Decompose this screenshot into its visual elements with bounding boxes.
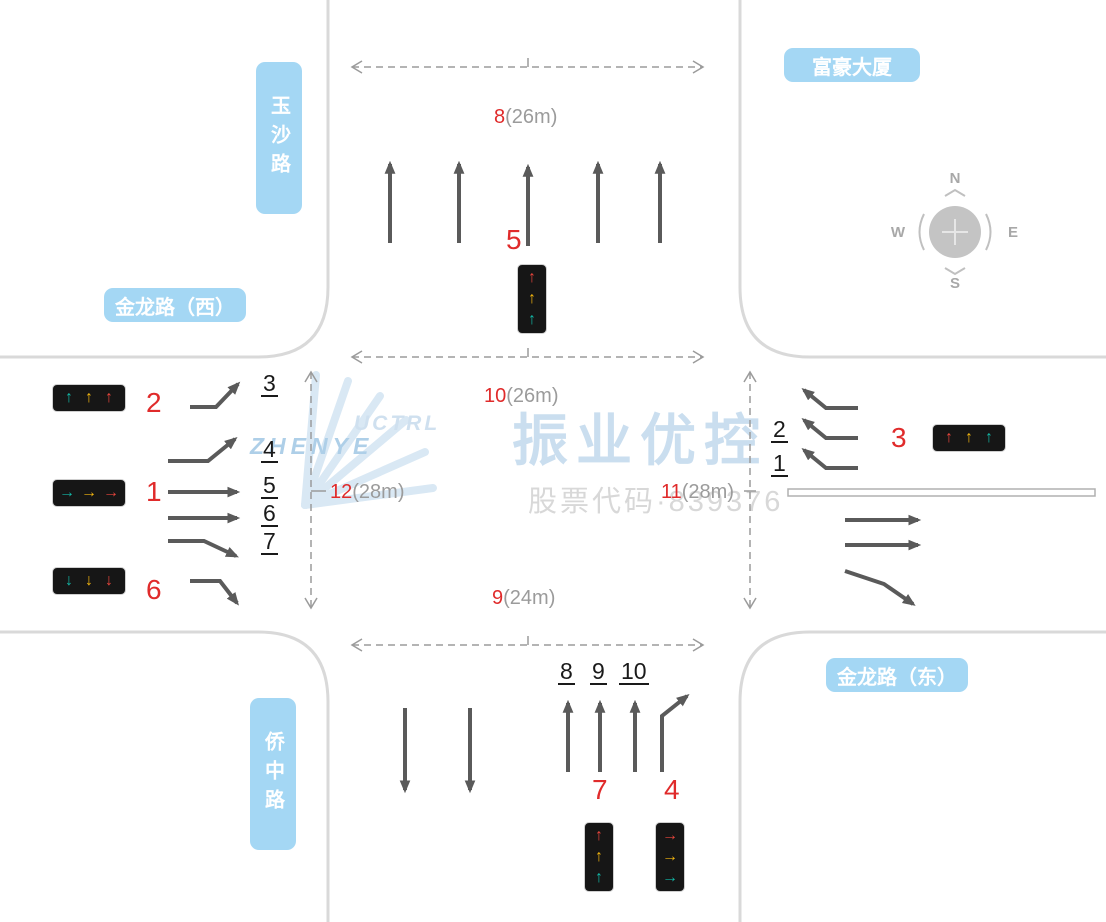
measure-center-number: 10 [484, 385, 507, 407]
signal-arrow: → [81, 484, 97, 501]
lane-number-west-3: 3 [261, 370, 278, 398]
signal-arrow: ↑ [85, 389, 93, 406]
measure-arrows [304, 58, 757, 652]
signal-arrow: ↑ [595, 827, 603, 844]
signal-group-1: 1 [146, 476, 162, 507]
building-label-ne: 富豪大厦 [784, 48, 920, 82]
compass-e: E [1007, 224, 1018, 241]
lane-number-east-1: 1 [771, 450, 788, 478]
measure-west-length: (28m) [352, 481, 405, 503]
watermark-stock-code: 股票代码·839376 [528, 486, 784, 518]
signal-arrow: → [59, 484, 75, 501]
signal-arrow: ↑ [595, 869, 603, 886]
lane-number-west-5: 5 [261, 472, 278, 500]
signal-arrow: ↑ [528, 269, 536, 286]
road-label-west: 金龙路（西） [104, 288, 246, 322]
median-line [787, 488, 1096, 497]
road-label-east: 金龙路（东） [826, 658, 968, 692]
compass-n: N [949, 170, 961, 187]
lane-number-west-6: 6 [261, 500, 278, 528]
signal-head-2[interactable]: ↑ ↑ ↑ [52, 384, 126, 412]
signal-arrow: → [662, 827, 678, 844]
measure-east-vertical: 11(28m) [661, 482, 734, 502]
signal-group-5: 5 [506, 224, 522, 255]
signal-arrow: ↑ [945, 429, 953, 446]
signal-arrow: ↑ [985, 429, 993, 446]
lane-number-south-9: 9 [590, 658, 607, 686]
lane-number-east-2: 2 [771, 416, 788, 444]
road-label-south: 侨中路 [250, 698, 296, 850]
measure-east-length: (28m) [681, 481, 734, 503]
signal-head-7[interactable]: ↑ ↑ ↑ [584, 822, 614, 892]
compass-s: S [949, 275, 960, 292]
measure-south-number: 9 [492, 587, 504, 609]
lane-number-south-10: 10 [619, 658, 649, 686]
lane-number-south-8: 8 [558, 658, 575, 686]
compass-rose [918, 188, 992, 276]
signal-head-4[interactable]: → → → [655, 822, 685, 892]
signal-arrow: ↑ [595, 848, 603, 865]
signal-head-3[interactable]: ↑ ↑ ↑ [932, 424, 1006, 452]
signal-arrow: → [662, 848, 678, 865]
measure-south-length: (24m) [503, 587, 556, 609]
measure-east-number: 11 [661, 481, 682, 503]
signal-group-2: 2 [146, 387, 162, 418]
signal-group-4: 4 [664, 774, 680, 805]
measure-south: 9(24m) [492, 588, 555, 608]
signal-arrow: ↑ [528, 290, 536, 307]
measure-north: 8(26m) [494, 107, 557, 127]
signal-arrow: → [662, 869, 678, 886]
measure-north-length: (26m) [505, 106, 558, 128]
measure-center-length: (26m) [506, 385, 559, 407]
signal-head-1[interactable]: → → → [52, 479, 126, 507]
lane-number-west-7: 7 [261, 528, 278, 556]
compass-w: W [890, 224, 906, 241]
watermark-logo-zhenye: ZHENYE [250, 433, 374, 459]
measure-west-number: 12 [330, 481, 353, 503]
lane-number-west-4: 4 [261, 436, 278, 464]
signal-arrow: ↑ [65, 389, 73, 406]
signal-arrow: ↑ [965, 429, 973, 446]
signal-head-5[interactable]: ↑ ↑ ↑ [517, 264, 547, 334]
measure-north-number: 8 [494, 106, 506, 128]
watermark-brand: 振业优控 [512, 409, 768, 472]
measure-center: 10(26m) [484, 386, 558, 406]
signal-head-6[interactable]: ↓ ↓ ↓ [52, 567, 126, 595]
signal-arrow: → [103, 484, 119, 501]
lane-arrows [168, 160, 922, 794]
signal-group-7: 7 [592, 774, 608, 805]
watermark-logo-uctrl: UCTRL [354, 412, 441, 435]
signal-arrow: ↑ [528, 311, 536, 328]
signal-arrow: ↓ [85, 572, 93, 589]
signal-arrow: ↓ [105, 572, 113, 589]
signal-arrow: ↓ [65, 572, 73, 589]
signal-arrow: ↑ [105, 389, 113, 406]
signal-group-3: 3 [891, 422, 907, 453]
measure-west-vertical: 12(28m) [330, 482, 404, 502]
road-label-north: 玉沙路 [256, 62, 302, 214]
signal-group-6: 6 [146, 574, 162, 605]
